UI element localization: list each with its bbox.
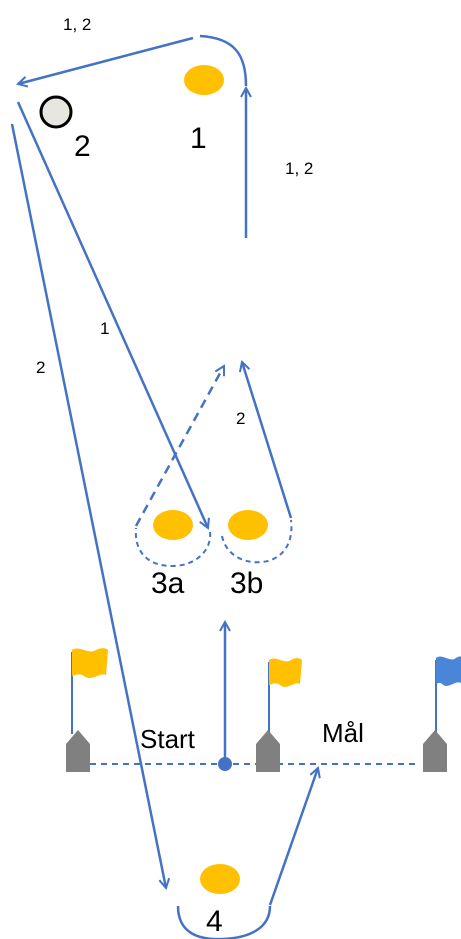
boat-flag-middle bbox=[256, 658, 302, 772]
label-mark3b: 3b bbox=[230, 567, 263, 600]
buoy-mark4 bbox=[200, 864, 240, 894]
leg-mark4-to-finish bbox=[268, 768, 318, 906]
label-mark2: 2 bbox=[74, 130, 91, 163]
rounding-3b bbox=[221, 519, 293, 564]
leg-label-right: 1, 2 bbox=[285, 159, 313, 178]
rounding-3a bbox=[134, 527, 212, 568]
leg-3a-dashed bbox=[134, 366, 226, 527]
label-finish: Mål bbox=[322, 718, 364, 748]
boat-flag-right bbox=[423, 656, 461, 772]
buoy-mark2 bbox=[39, 95, 73, 129]
rounding-mark1 bbox=[199, 34, 248, 87]
label-mark1: 1 bbox=[190, 122, 207, 155]
leg-label-top: 1, 2 bbox=[63, 15, 91, 34]
start-committee-dot bbox=[218, 757, 232, 771]
label-mark3a: 3a bbox=[151, 567, 185, 600]
buoy-mark3b bbox=[228, 510, 268, 540]
leg-label-diag2: 2 bbox=[36, 358, 45, 377]
leg-mark2-to-3b-course1 bbox=[16, 101, 208, 528]
leg-3b-up bbox=[242, 362, 293, 519]
label-start: Start bbox=[140, 724, 196, 754]
boat-flag-left bbox=[66, 648, 108, 772]
leg-mark1-to-mark2 bbox=[18, 36, 194, 84]
leg-mark2-to-mark4-course2 bbox=[10, 123, 166, 888]
buoy-mark1 bbox=[184, 65, 224, 95]
leg-label-from3b: 2 bbox=[236, 409, 245, 428]
buoy-mark3a bbox=[153, 510, 193, 540]
label-mark4: 4 bbox=[206, 905, 223, 938]
leg-label-diag1: 1 bbox=[100, 319, 109, 338]
rounding-mark4 bbox=[176, 905, 272, 939]
